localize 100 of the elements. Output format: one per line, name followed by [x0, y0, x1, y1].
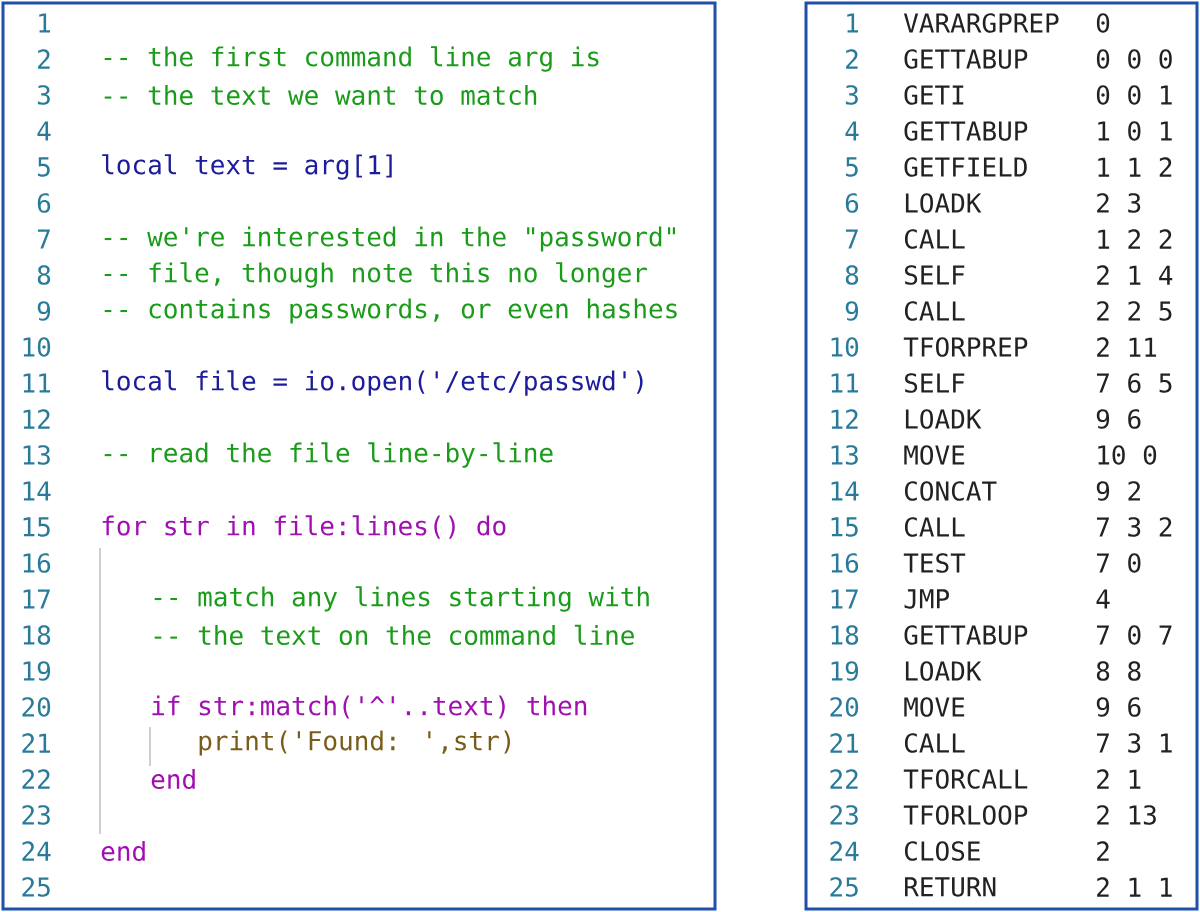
code-comment: -- read the file line-by-line — [104, 442, 553, 468]
operands: 0 0 1 — [1096, 85, 1172, 105]
operands: 9 6 — [1096, 409, 1141, 429]
line-number: 3 — [37, 85, 50, 105]
line-number: 13 — [23, 445, 50, 465]
operands: 7 6 5 — [1097, 373, 1172, 393]
line-number: 9 — [37, 301, 51, 321]
line-number: 6 — [37, 193, 51, 213]
line-number: 21 — [22, 733, 51, 753]
operands: 1 0 1 — [1098, 121, 1172, 141]
operands: 2 1 — [1097, 769, 1141, 789]
line-number: 13 — [831, 445, 858, 465]
opcode: GETTABUP — [904, 49, 1028, 69]
opcode: GETTABUP — [904, 121, 1028, 141]
line-number: 7 — [845, 229, 858, 249]
line-number: 23 — [22, 805, 50, 825]
opcode: GETTABUP — [904, 625, 1028, 645]
opcode: MOVE — [904, 697, 965, 717]
code-comment: -- file, though note this no longer — [104, 262, 648, 288]
operands: 2 3 — [1097, 193, 1141, 213]
line-number: 7 — [37, 229, 50, 249]
operands: 1 1 2 — [1098, 157, 1172, 177]
line-number: 1 — [847, 13, 859, 33]
opcode: TFORCALL — [903, 769, 1028, 789]
code-comment: -- contains passwords, or even hashes — [104, 298, 677, 324]
opcode: MOVE — [904, 445, 965, 465]
line-number: 1 — [39, 13, 51, 33]
line-number: 10 — [831, 337, 859, 357]
line-number: 15 — [831, 517, 858, 537]
code-line: end — [151, 768, 195, 790]
line-number: 17 — [23, 589, 50, 609]
code-line: if str:match('^'..text) then — [152, 695, 587, 719]
line-number: 16 — [831, 553, 859, 573]
opcode: TFORPREP — [903, 337, 1028, 357]
operands: 2 2 5 — [1097, 301, 1172, 321]
line-number: 20 — [22, 697, 51, 717]
line-number: 19 — [23, 661, 51, 681]
line-number: 24 — [830, 841, 859, 861]
code-line: for str in file:lines() do — [102, 515, 506, 539]
opcode: CALL — [905, 301, 965, 321]
opcode: SELF — [905, 373, 965, 393]
line-number: 16 — [23, 553, 51, 573]
opcode: CLOSE — [905, 841, 980, 861]
line-number: 25 — [830, 877, 858, 897]
opcode: SELF — [905, 265, 965, 285]
line-number: 2 — [846, 49, 858, 69]
opcode: CONCAT — [905, 481, 997, 501]
opcode: LOADK — [905, 193, 982, 213]
opcode: RETURN — [905, 877, 996, 897]
line-number: 5 — [37, 157, 50, 177]
operands: 2 1 4 — [1097, 265, 1173, 285]
code-line: local text = arg[1] — [102, 154, 392, 180]
line-number: 10 — [23, 337, 51, 357]
code-comment: -- the text we want to match — [104, 84, 537, 106]
operands: 8 8 — [1096, 661, 1141, 681]
operands: 7 3 2 — [1097, 517, 1172, 537]
line-number: 19 — [831, 661, 859, 681]
line-number: 11 — [23, 373, 51, 393]
line-number: 18 — [831, 625, 859, 645]
operands: 0 0 0 — [1096, 49, 1172, 69]
operands: 2 — [1097, 841, 1109, 861]
line-number: 22 — [22, 769, 50, 789]
line-number: 2 — [38, 49, 50, 69]
opcode: GETI — [904, 85, 964, 105]
opcode: LOADK — [905, 409, 982, 429]
line-number: 4 — [845, 121, 859, 141]
code-comment: -- match any lines starting with — [154, 586, 649, 612]
opcode: VARARGPREP — [903, 13, 1059, 33]
line-number: 15 — [23, 517, 50, 537]
operands: 0 — [1096, 13, 1110, 33]
opcode: CALL — [905, 733, 965, 753]
operands: 7 0 7 — [1097, 625, 1172, 645]
line-number: 22 — [830, 769, 858, 789]
operands: 2 13 — [1097, 805, 1156, 825]
line-number: 8 — [845, 265, 859, 285]
line-number: 4 — [37, 121, 51, 141]
line-number: 8 — [37, 265, 51, 285]
line-number: 20 — [830, 697, 859, 717]
opcode: LOADK — [905, 661, 982, 681]
operands: 9 6 — [1096, 697, 1141, 717]
operands: 7 3 1 — [1097, 733, 1172, 753]
code-comment: -- the first command line arg is — [104, 46, 599, 72]
operands: 1 2 2 — [1098, 229, 1172, 249]
line-number: 14 — [831, 481, 859, 501]
operands: 9 2 — [1096, 481, 1140, 501]
opcode: TEST — [903, 553, 966, 573]
line-number: 9 — [845, 301, 859, 321]
operands: 7 0 — [1097, 553, 1141, 573]
operands: 4 — [1096, 589, 1110, 609]
code-line: print('Found: ',str) — [199, 730, 511, 756]
line-number: 18 — [23, 625, 51, 645]
line-number: 5 — [845, 157, 858, 177]
line-number: 6 — [845, 193, 859, 213]
line-number: 17 — [831, 589, 858, 609]
line-number: 23 — [830, 805, 858, 825]
opcode: CALL — [905, 517, 965, 537]
line-number: 21 — [830, 733, 859, 753]
code-comment: -- the text on the command line — [154, 624, 634, 646]
code-line: local file = io.open('/etc/passwd') — [102, 370, 643, 396]
opcode: CALL — [905, 229, 965, 249]
